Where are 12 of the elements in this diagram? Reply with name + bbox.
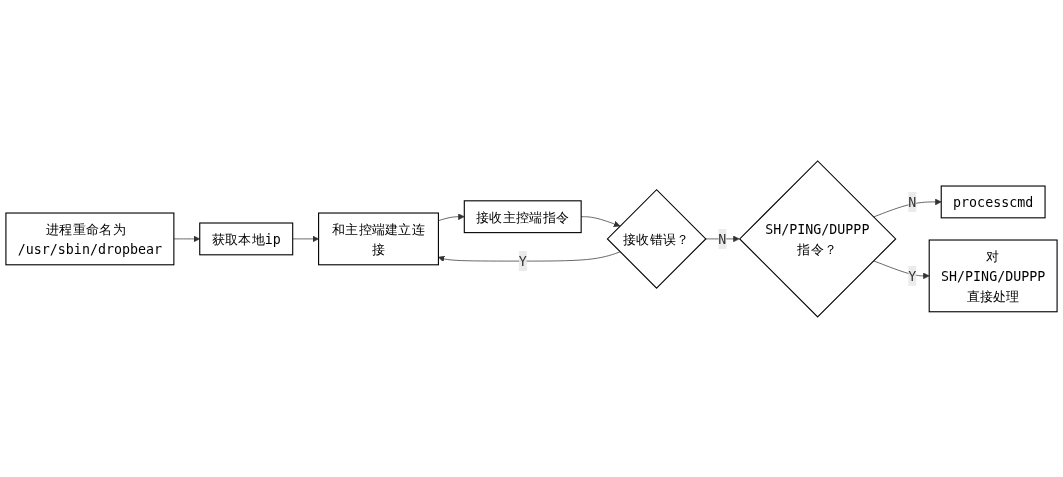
node-box: 和主控端建立连接 [318, 212, 439, 265]
edge-label: N [908, 193, 917, 210]
edge-label: Y [518, 252, 527, 269]
node-diamond: 接收错误？ [606, 188, 707, 289]
edge-label: N [718, 230, 727, 247]
node-box: 获取本地ip [199, 222, 294, 255]
edge-label: Y [908, 267, 917, 284]
node-box: 对SH/PING/DUPPP直接处理 [928, 239, 1058, 312]
node-box: 接收主控端指令 [463, 199, 582, 233]
node-diamond: SH/PING/DUPPP指令？ [738, 159, 897, 318]
node-box: processcmd [940, 185, 1046, 218]
node-box: 进程重命名为 /usr/sbin/dropbear [5, 212, 175, 265]
